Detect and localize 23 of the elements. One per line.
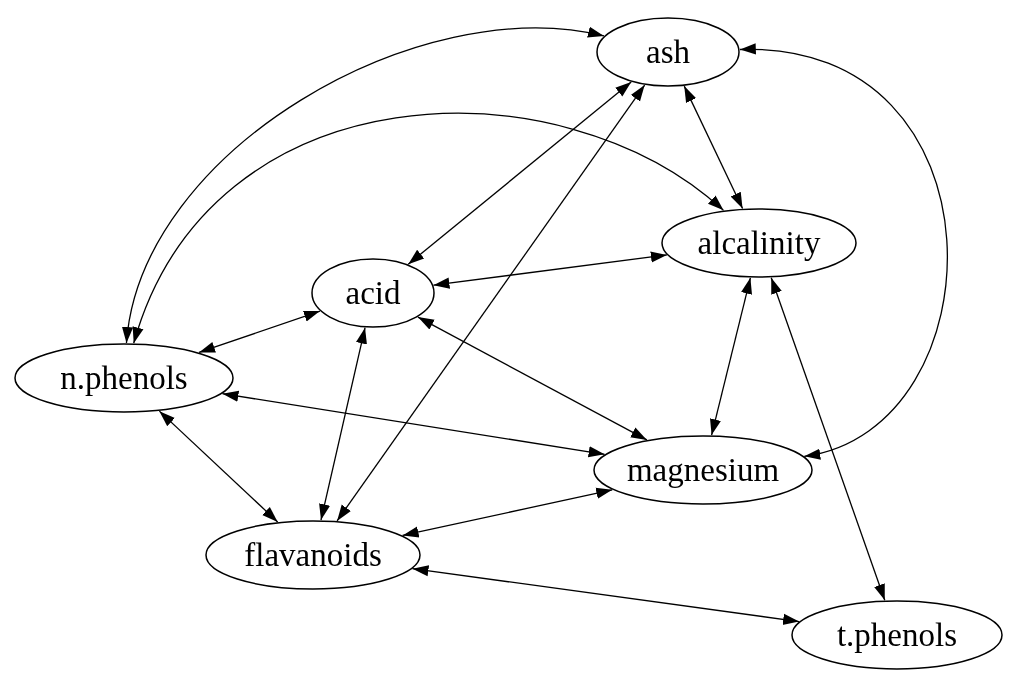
arrow <box>319 327 367 521</box>
arrow <box>221 390 606 458</box>
arrow <box>417 316 648 441</box>
arrow <box>432 251 668 289</box>
arrow <box>710 277 752 436</box>
arrow <box>158 410 279 523</box>
node-label: ash <box>646 33 690 71</box>
arrow <box>407 81 632 265</box>
node-label: acid <box>345 274 401 312</box>
arrow <box>123 28 605 344</box>
arrow <box>401 487 613 538</box>
arrow <box>739 45 948 458</box>
node-label: flavanoids <box>244 536 382 574</box>
arrow <box>133 112 725 344</box>
arrow <box>198 310 321 354</box>
node-label: alcalinity <box>697 224 821 262</box>
node-label: magnesium <box>626 451 780 489</box>
node-label: n.phenols <box>60 359 188 397</box>
node-label: t.phenols <box>836 616 958 654</box>
arrow <box>770 277 886 601</box>
arrow <box>411 565 800 625</box>
arrow <box>336 84 646 522</box>
arrow <box>683 85 744 210</box>
